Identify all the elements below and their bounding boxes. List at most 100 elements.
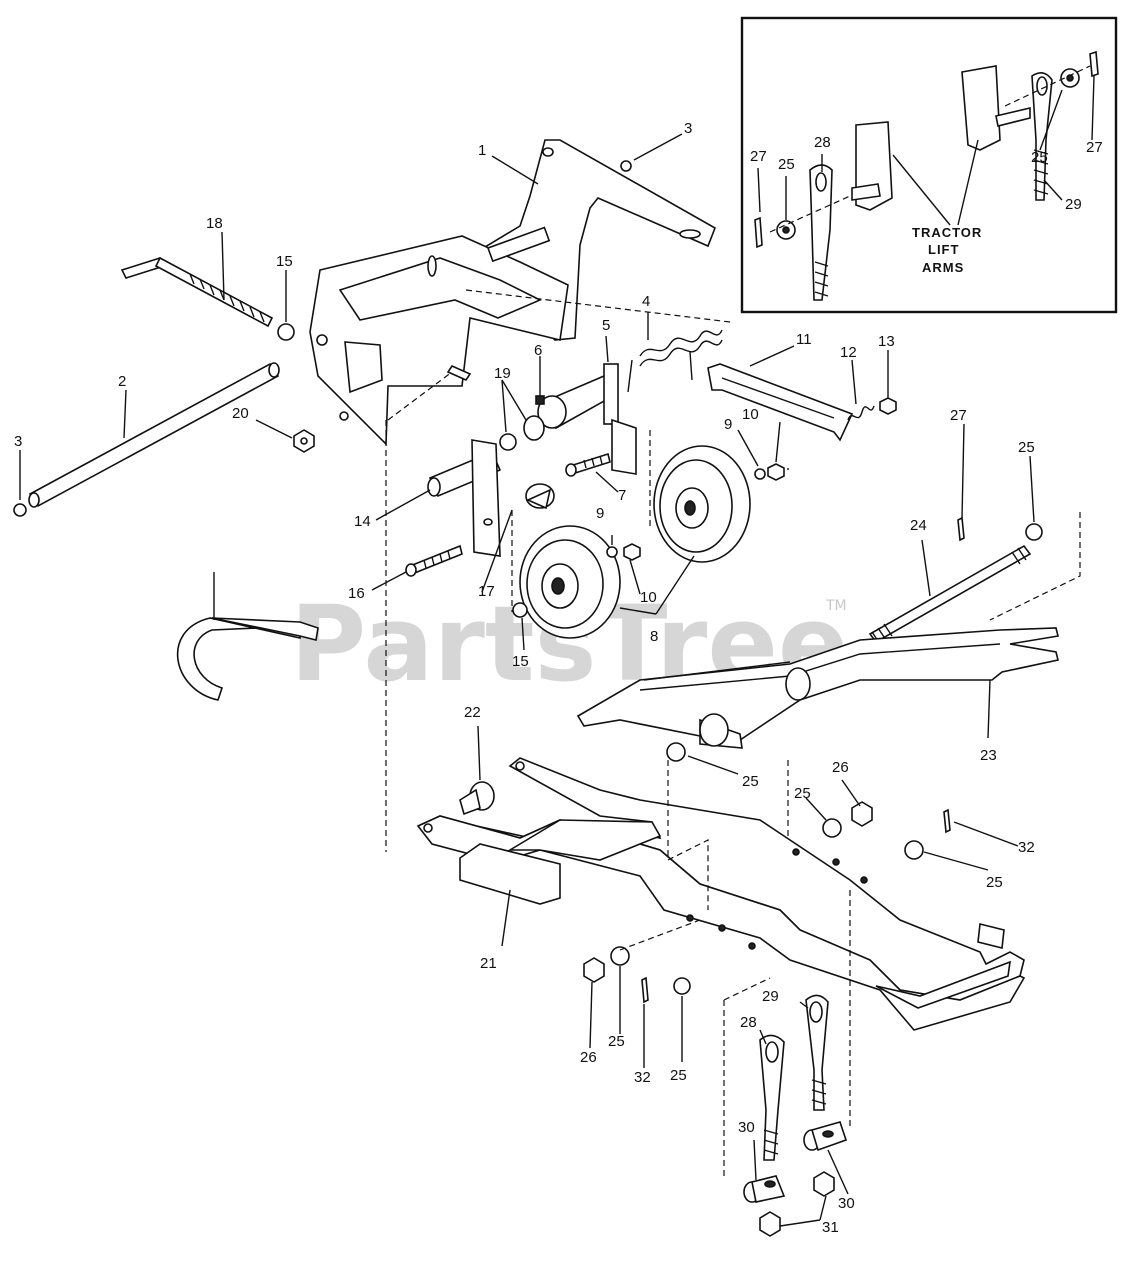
clevis-29 — [805, 994, 829, 1111]
belt-guide — [176, 617, 301, 701]
washer-25-frame-d — [610, 946, 630, 966]
callout-8: 8 — [650, 628, 658, 645]
inset-callout-27b: 27 — [1086, 139, 1103, 156]
inset-pin-27b — [1089, 50, 1099, 78]
callout-18: 18 — [206, 215, 223, 232]
inset-pin-27a — [754, 216, 763, 249]
callout-10-upper: 10 — [742, 406, 759, 423]
washer-25-frame-e — [673, 977, 691, 995]
washer-15-upper — [277, 323, 295, 341]
spring-12 — [847, 405, 875, 421]
connector-30-left — [743, 1175, 786, 1203]
pin-32-lower — [641, 976, 649, 1004]
callout-25-frame-a: 25 — [742, 773, 759, 790]
callout-32-lower: 32 — [634, 1069, 651, 1086]
callout-23: 23 — [980, 747, 997, 764]
callout-17: 17 — [478, 583, 495, 600]
inset-callout-29: 29 — [1065, 196, 1082, 213]
washer-25-frame-a — [666, 742, 686, 762]
inset-clevis-28 — [809, 164, 833, 301]
callout-3-left: 3 — [14, 433, 22, 450]
callout-6: 6 — [534, 342, 542, 359]
callout-20: 20 — [232, 405, 249, 422]
bolt-16 — [405, 544, 463, 577]
alignment-lines — [385, 289, 1081, 1180]
callout-12: 12 — [840, 344, 857, 361]
nut-13 — [879, 397, 897, 415]
washer-25-frame-b — [822, 818, 842, 838]
callout-27: 27 — [950, 407, 967, 424]
pulley-lower — [519, 525, 621, 639]
bushing-19b — [523, 415, 545, 441]
callout-25-top: 25 — [1018, 439, 1035, 456]
inset-callout-25b: 25 — [1031, 149, 1048, 166]
washer-3-top — [620, 160, 632, 172]
pivot-shaft — [427, 439, 502, 557]
main-frame — [416, 757, 1026, 1031]
watermark-trademark: TM — [825, 598, 847, 614]
callout-11: 11 — [796, 331, 812, 348]
spacer-26-lower — [583, 957, 605, 983]
leader-lines — [19, 133, 1035, 1227]
washer-3-left — [13, 503, 27, 517]
callout-15-lower: 15 — [512, 653, 529, 670]
callout-30-right: 30 — [838, 1195, 855, 1212]
idler-bracket — [471, 439, 501, 557]
callout-3-top: 3 — [684, 120, 692, 137]
inset-caption-line2: LIFT — [928, 242, 959, 257]
callout-9-upper: 9 — [724, 416, 732, 433]
bolt-7 — [565, 452, 611, 477]
callout-32-upper: 32 — [1018, 839, 1035, 856]
callout-25-frame-c: 25 — [986, 874, 1003, 891]
idler-arm — [537, 363, 637, 475]
bushing-19a — [499, 433, 517, 451]
set-screw-6 — [535, 395, 545, 405]
pin-27 — [957, 516, 965, 542]
callout-4: 4 — [642, 293, 650, 310]
nut-10-lower — [623, 543, 641, 561]
callout-25-frame-b: 25 — [794, 785, 811, 802]
inset-caption-line3: ARMS — [922, 260, 964, 275]
nut-10-upper — [767, 463, 785, 481]
pivot-rod — [28, 362, 280, 508]
connector-30-right — [803, 1121, 848, 1152]
inset-callout-28: 28 — [814, 134, 831, 151]
callout-22: 22 — [464, 704, 481, 721]
inset-clevis-29 — [1031, 72, 1053, 201]
washer-15-lower — [512, 602, 528, 618]
nut-31-upper — [813, 1171, 835, 1197]
shoulder-bolt — [525, 483, 555, 510]
callout-10-lower: 10 — [640, 589, 657, 606]
callout-31: 31 — [822, 1219, 839, 1236]
callout-2: 2 — [118, 373, 126, 390]
callout-14: 14 — [354, 513, 371, 530]
inset-panel: 27 25 28 25 27 29 TRACTOR LIFT ARMS — [740, 16, 1118, 314]
washer-25-frame-c — [904, 840, 924, 860]
callout-26-lower: 26 — [580, 1049, 597, 1066]
callout-24: 24 — [910, 517, 927, 534]
callout-25-frame-d: 25 — [608, 1033, 625, 1050]
washer-9-upper — [754, 468, 766, 480]
nut-31-lower — [759, 1211, 781, 1237]
callout-29: 29 — [762, 988, 779, 1005]
callout-15-upper: 15 — [276, 253, 293, 270]
tension-spring — [627, 329, 723, 393]
callout-5: 5 — [602, 317, 610, 334]
callout-21: 21 — [480, 955, 497, 972]
inset-caption-line1: TRACTOR — [912, 225, 982, 240]
callout-labels: 1 2 3 3 4 5 6 7 8 9 9 10 10 11 12 13 14 … — [14, 120, 1035, 1236]
washer-25-top — [1025, 523, 1043, 541]
spring-bracket — [707, 363, 854, 442]
pin-32-upper — [943, 808, 951, 834]
callout-28: 28 — [740, 1014, 757, 1031]
clevis-28 — [759, 1034, 785, 1161]
callout-19: 19 — [494, 365, 511, 382]
callout-26-upper: 26 — [832, 759, 849, 776]
washer-9-lower — [606, 546, 618, 558]
callout-7: 7 — [618, 487, 626, 504]
callout-13: 13 — [878, 333, 895, 350]
callout-16: 16 — [348, 585, 365, 602]
pulley-upper — [653, 445, 751, 563]
callout-30-left: 30 — [738, 1119, 755, 1136]
